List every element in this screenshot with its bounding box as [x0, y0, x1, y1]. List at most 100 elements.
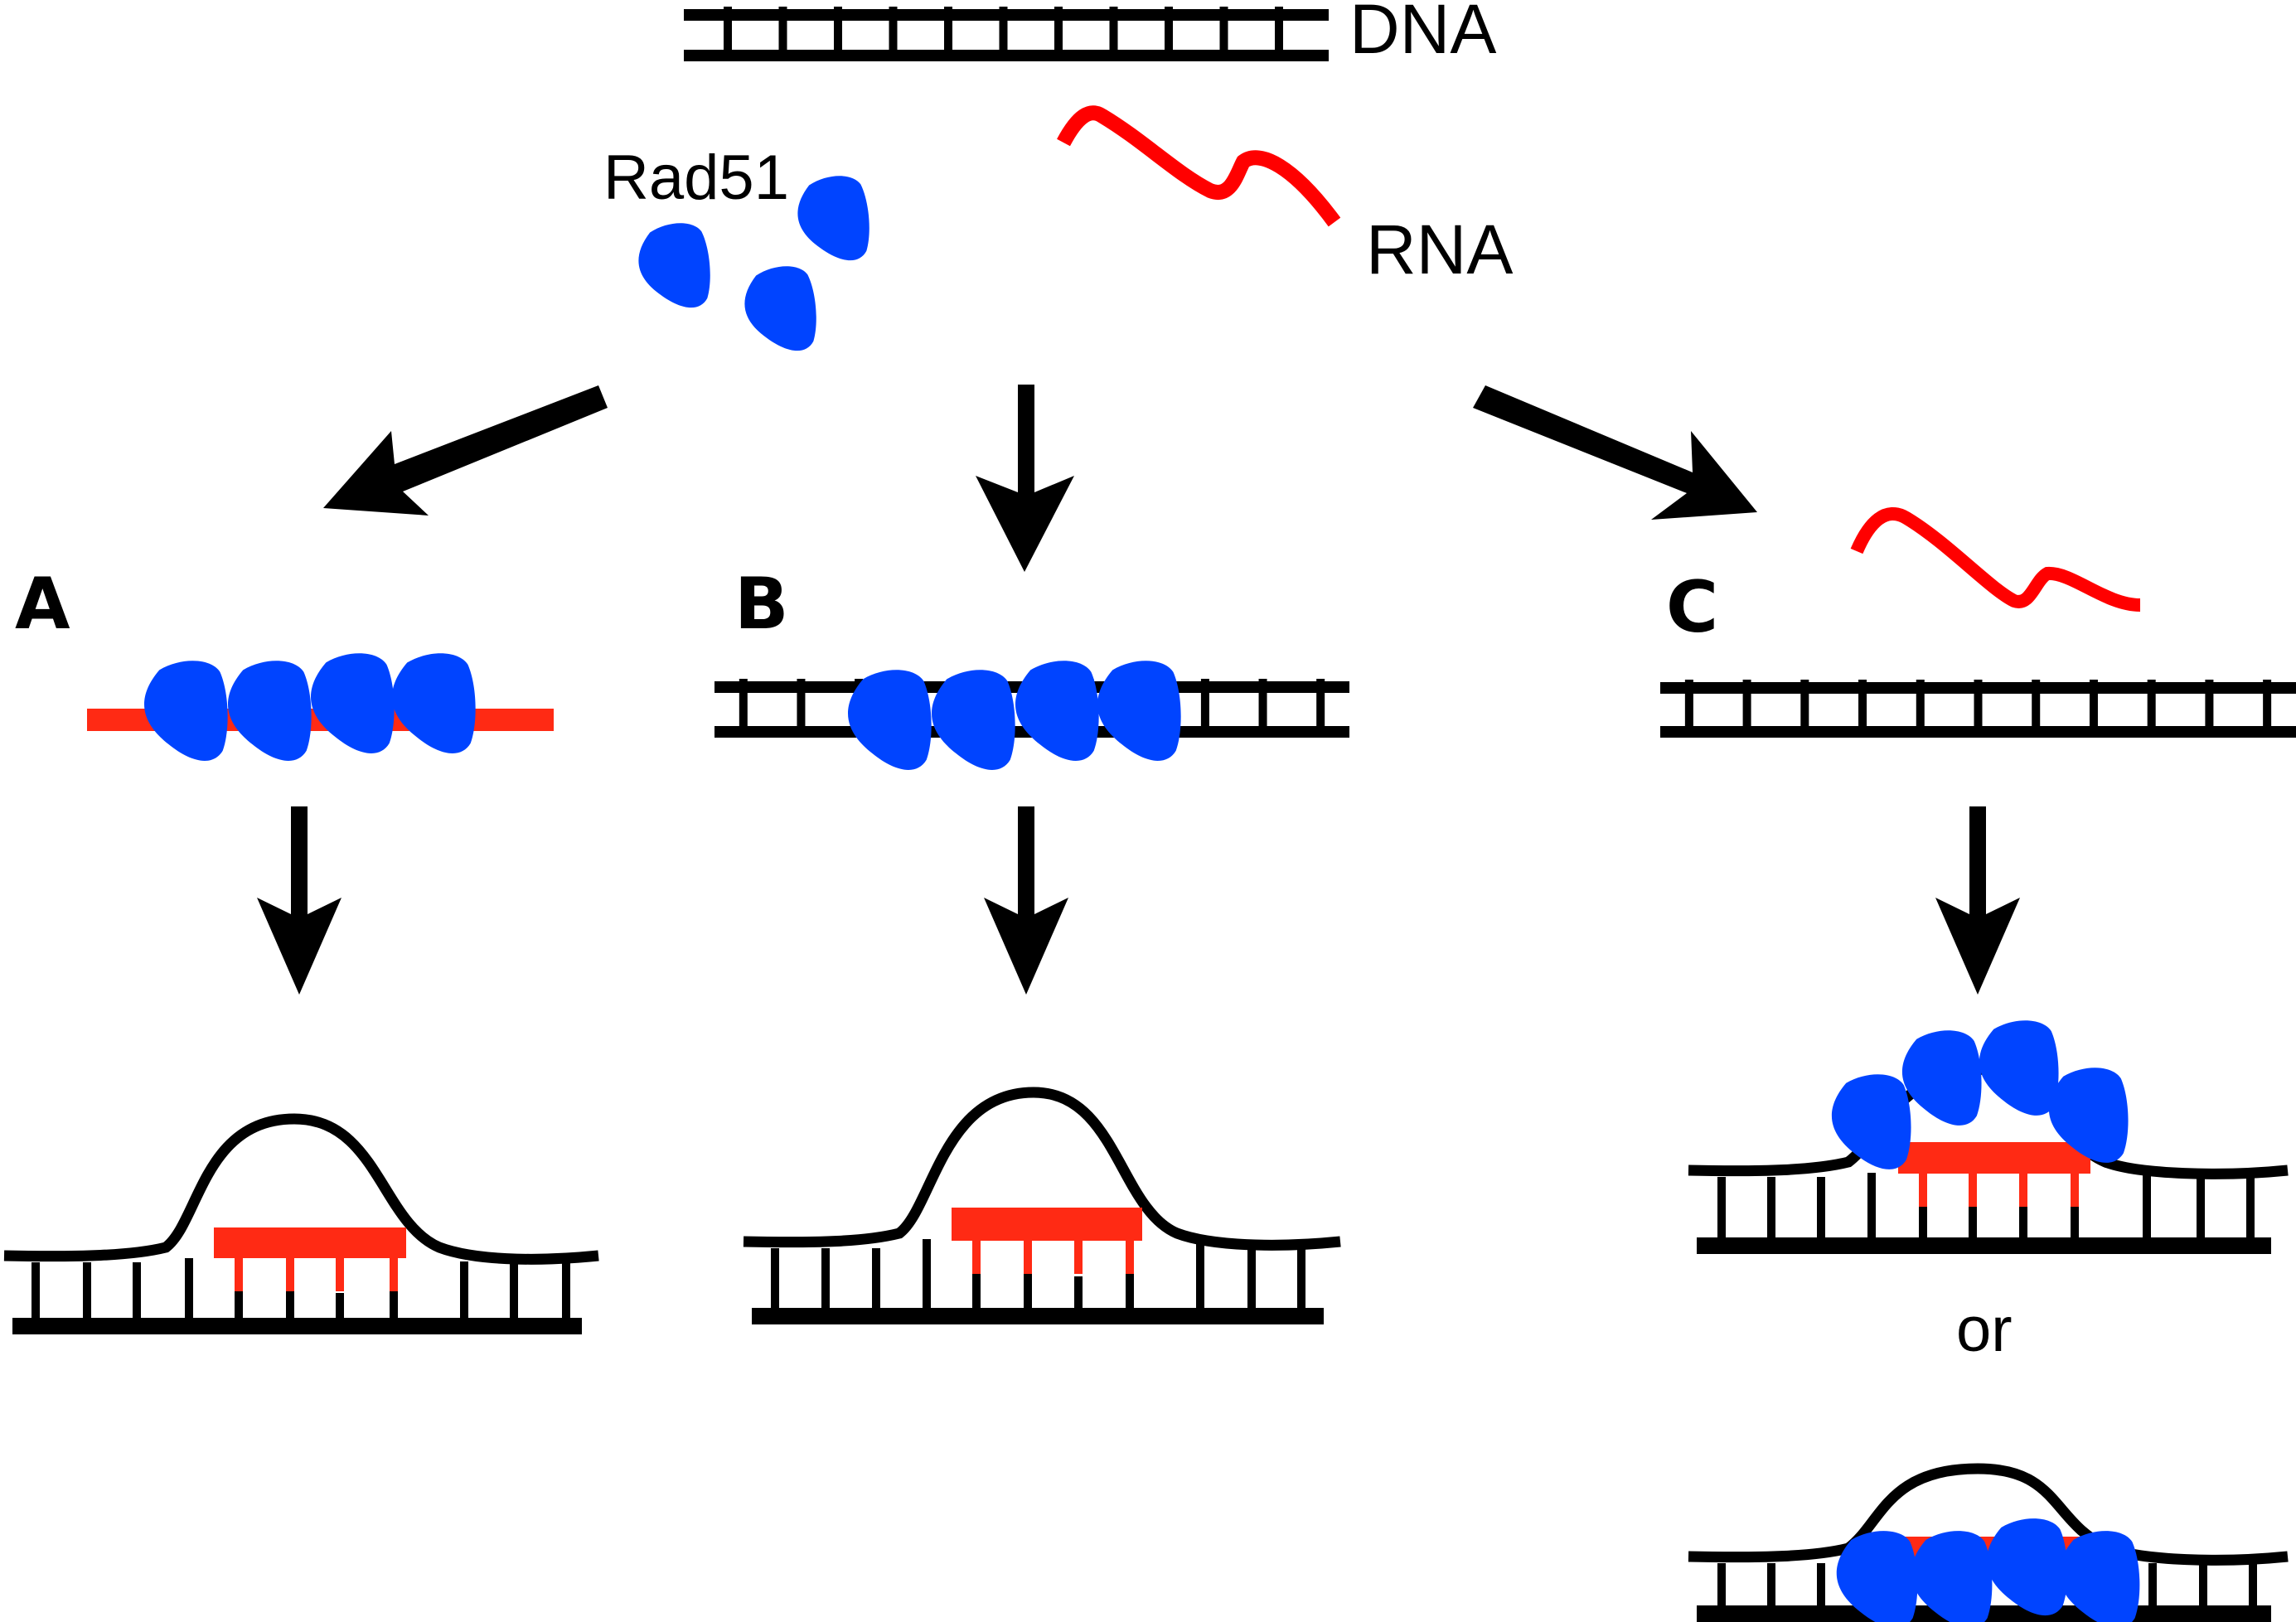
- base-pair-rung: [923, 1239, 931, 1316]
- rna-strand: [1850, 507, 2141, 612]
- base-pair-rung: [2205, 680, 2214, 729]
- rad51-filament: [143, 651, 477, 763]
- base-pair-rung: [1916, 680, 1925, 729]
- base-pair-rung: [724, 7, 732, 52]
- base-pair-rung: [1219, 7, 1228, 52]
- base-pair-rung: [972, 1274, 981, 1316]
- base-pair-rung: [2089, 680, 2098, 729]
- base-pair-rung: [1196, 1243, 1204, 1316]
- base-pair-rung: [1200, 679, 1209, 729]
- base-pair-rung: [797, 679, 806, 729]
- dna-strand-bottom: [684, 50, 1329, 61]
- base-pair-rung: [2197, 1177, 2205, 1246]
- base-pair-rung: [834, 7, 842, 52]
- base-pair-rung: [1767, 1177, 1775, 1246]
- base-pair-rung: [1126, 1274, 1134, 1316]
- legend-rad51: Rad51: [603, 143, 873, 356]
- rad51-monomer: [1901, 1029, 1984, 1128]
- base-pair-rung: [1258, 679, 1267, 729]
- rna-in-hybrid: [1898, 1142, 2090, 1174]
- base-pair-rung: [31, 1262, 40, 1326]
- base-pair-rung: [1054, 7, 1063, 52]
- arrow-to-c: [1473, 385, 1757, 520]
- rad51-label: Rad51: [603, 143, 789, 213]
- panel-c-rna-and-dna: [1660, 507, 2296, 738]
- base-pair-rung: [390, 1291, 398, 1326]
- rna-base: [390, 1258, 398, 1291]
- arrow-down-c: [1935, 806, 2020, 995]
- base-pair-rung: [1109, 7, 1118, 52]
- base-pair-rung: [1742, 680, 1751, 729]
- rad51-monomer: [143, 659, 230, 763]
- rna-base: [1024, 1241, 1032, 1274]
- base-pair-rung: [133, 1262, 141, 1326]
- rad51-monomer-icon: [794, 173, 873, 265]
- rad51-monomer: [1014, 659, 1101, 763]
- template-dna-strand: [1697, 1237, 2271, 1254]
- template-dna-strand: [12, 1318, 582, 1334]
- rna-strand-icon: [1057, 105, 1341, 227]
- base-pair-rung: [944, 7, 952, 52]
- base-pair-rung: [2249, 1563, 2257, 1614]
- or-label: or: [1956, 1295, 2013, 1365]
- base-pair-rung: [1024, 1274, 1032, 1316]
- rad51-monomer-icon: [635, 220, 714, 312]
- base-pair-rung: [1817, 1177, 1825, 1246]
- base-pair-rung: [1800, 680, 1809, 729]
- base-pair-rung: [1297, 1248, 1305, 1316]
- arrow-down-b: [984, 806, 1068, 995]
- rna-base: [1919, 1174, 1927, 1207]
- panel-b-r-loop: [743, 1087, 1341, 1324]
- arrow-to-a: [323, 385, 608, 516]
- base-pair-rung: [2019, 1195, 2027, 1246]
- base-pair-rung: [1275, 7, 1283, 52]
- displaced-dna-strand: [743, 1087, 1341, 1251]
- base-pair-rung: [1817, 1563, 1825, 1614]
- rad51-monomer: [1985, 1517, 2070, 1618]
- rna-base: [235, 1258, 243, 1291]
- dna-duplex: [1660, 680, 2296, 738]
- panel-b-rad51-dna-filament: [714, 659, 1349, 772]
- dna-strand-bottom: [1660, 726, 2296, 738]
- rna-label: RNA: [1366, 211, 1513, 288]
- base-pair-rung: [771, 1248, 779, 1316]
- base-pair-rung: [460, 1261, 468, 1326]
- base-pair-rung: [2263, 680, 2272, 729]
- base-pair-rung: [1717, 1177, 1726, 1246]
- base-pair-rung: [1867, 1173, 1876, 1246]
- base-pair-rung: [83, 1262, 91, 1326]
- rad51-monomer: [846, 668, 933, 772]
- arrow-down-a: [257, 806, 341, 995]
- displaced-dna-strand: [1688, 1463, 2289, 1566]
- panel-c-r-loop-rad51-on-displaced-strand: [1688, 1019, 2289, 1254]
- rna-base: [972, 1241, 981, 1274]
- base-pair-rung: [889, 7, 898, 52]
- rad51-monomer: [1830, 1072, 1913, 1172]
- template-dna-strand: [752, 1308, 1324, 1324]
- rna-base: [2071, 1174, 2079, 1207]
- base-pair-rung: [1074, 1276, 1083, 1316]
- panel-label-a: A: [15, 563, 70, 646]
- base-pair-rung: [1717, 1563, 1726, 1614]
- panel-a-r-loop: [3, 1113, 599, 1334]
- rna-in-hybrid: [214, 1227, 406, 1258]
- rad51-monomer-icon: [741, 264, 820, 356]
- base-pair-rung: [562, 1262, 570, 1326]
- rna-base: [1126, 1241, 1134, 1274]
- dna-label: DNA: [1349, 0, 1496, 68]
- dna-duplex-icon: [684, 7, 1329, 61]
- base-pair-rung: [235, 1291, 243, 1326]
- rad51-monomer: [1096, 659, 1183, 763]
- base-pair-rung: [2032, 680, 2041, 729]
- base-pair-rung: [999, 7, 1008, 52]
- rna-base: [1969, 1174, 1977, 1207]
- base-pair-rung: [2143, 1167, 2151, 1246]
- rad51-monomer: [930, 668, 1017, 772]
- legend-rna: RNA: [1057, 105, 1513, 288]
- base-pair-rung: [1969, 1194, 1977, 1246]
- base-pair-rung: [778, 7, 787, 52]
- rna-base: [1074, 1241, 1083, 1274]
- rad51-monomer: [1978, 1019, 2061, 1118]
- panel-label-b: B: [734, 563, 789, 646]
